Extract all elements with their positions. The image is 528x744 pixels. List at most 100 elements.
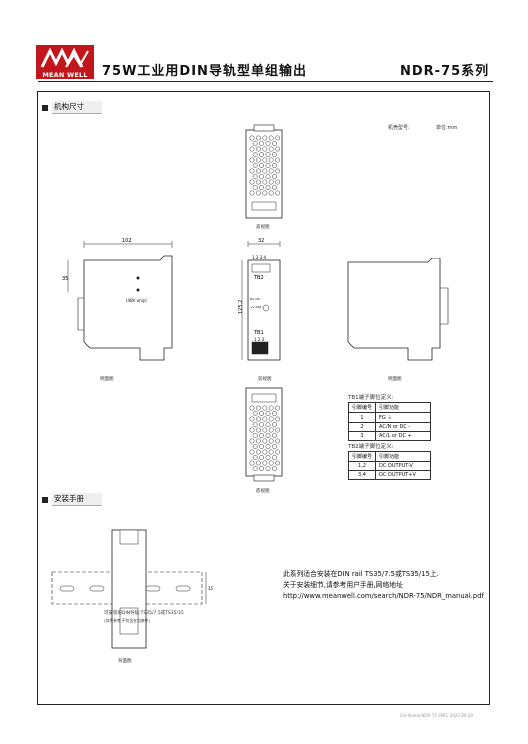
- vent-hole: [265, 185, 271, 190]
- section-label: 安装手册: [52, 493, 102, 506]
- rear-view-label: 背面图: [118, 659, 132, 664]
- table-cell: 1: [348, 412, 376, 423]
- vent-hole: [259, 152, 265, 157]
- dim-height: 125.2: [238, 300, 244, 314]
- right-side-view-drawing: [347, 258, 449, 361]
- vent-hole: [275, 405, 281, 411]
- vent-hole: [262, 179, 268, 185]
- vent-hole: [271, 444, 277, 449]
- vent-hole: [271, 422, 277, 427]
- left-side-view-label: 侧面图: [100, 377, 114, 382]
- vent-hole: [268, 146, 274, 152]
- tb2-label: TB2: [253, 275, 264, 281]
- vent-hole: [262, 135, 268, 141]
- vent-hole: [249, 449, 255, 455]
- vent-hole: [275, 438, 281, 444]
- front-view-label: 前视图: [258, 377, 272, 382]
- vent-hole: [259, 141, 265, 146]
- logo-text: MEAN WELL: [39, 71, 91, 79]
- vent-hole: [259, 455, 265, 460]
- dim-width: 102: [122, 238, 132, 244]
- table-cell: 3: [348, 431, 376, 441]
- table-row: 2 AC/N or DC -: [348, 422, 431, 432]
- vent-hole: [271, 433, 277, 438]
- vent-hole: [259, 422, 265, 427]
- vent-hole: [249, 135, 255, 141]
- vent-hole: [275, 449, 281, 455]
- vent-hole: [265, 163, 271, 168]
- manual-link[interactable]: http://www.meanwell.com/search/NDR-75/ND…: [283, 592, 484, 600]
- vent-hole: [265, 422, 271, 427]
- vent-hole: [275, 190, 281, 196]
- vent-hole: [252, 433, 258, 438]
- vent-hole: [268, 405, 274, 411]
- vent-hole: [255, 179, 261, 185]
- vent-hole: [265, 174, 271, 179]
- section-label: 机构尺寸: [52, 101, 102, 114]
- vent-hole: [271, 152, 277, 157]
- vent-hole: [265, 141, 271, 146]
- table-cell: AC/N or DC -: [375, 422, 431, 432]
- table-cell: AC/L or DC +: [375, 431, 431, 441]
- table-cell: DC OUTPUT-V: [375, 461, 431, 471]
- vent-hole: [252, 152, 258, 157]
- bullet-square: [42, 496, 48, 503]
- rail-note-sub: (仅供参考,不包含在包装中): [104, 618, 150, 623]
- vent-hole: [275, 146, 281, 152]
- vent-hole: [249, 438, 255, 444]
- rail-note: 可安装的DIN导轨:TS35/7.5或TS35/15: [104, 611, 184, 616]
- tb2-table-title: TB2端子脚位定义:: [348, 444, 394, 450]
- vent-hole: [268, 168, 274, 174]
- content-frame: [37, 91, 490, 705]
- vent-hole: [268, 460, 274, 466]
- vent-hole: [275, 157, 281, 163]
- top-view-drawing: [245, 124, 283, 219]
- vent-hole: [255, 416, 261, 422]
- vent-hole: [255, 460, 261, 466]
- vent-hole: [265, 152, 271, 157]
- vent-hole: [262, 157, 268, 163]
- vent-hole: [255, 146, 261, 152]
- vent-hole: [259, 411, 265, 416]
- model-48v: (48V only): [126, 298, 147, 303]
- install-note: 此系列适合安装在DIN rail TS35/7.5或TS35/15上. 关于安装…: [283, 569, 484, 602]
- install-note-line1: 此系列适合安装在DIN rail TS35/7.5或TS35/15上.: [283, 570, 439, 578]
- vent-hole: [271, 174, 277, 179]
- vent-hole: [255, 190, 261, 196]
- table-cell: FG ⏚: [375, 412, 431, 423]
- table-header-row: 引脚编号 引脚功能: [348, 402, 431, 413]
- case-no: 机壳型号:: [388, 125, 410, 131]
- vent-hole: [259, 163, 265, 168]
- header-divider: [38, 81, 493, 82]
- table-row: 1 FG ⏚: [348, 412, 431, 423]
- top-view-label: 盖视图: [256, 225, 270, 230]
- vent-hole: [259, 185, 265, 190]
- vent-hole: [252, 422, 258, 427]
- section-dimensions: 机构尺寸: [42, 101, 102, 114]
- vent-hole: [252, 185, 258, 190]
- vent-hole: [255, 449, 261, 455]
- vent-hole: [271, 411, 277, 416]
- vent-hole: [259, 174, 265, 179]
- vent-hole: [268, 157, 274, 163]
- vent-hole: [268, 190, 274, 196]
- vent-hole: [249, 157, 255, 163]
- vent-hole: [268, 416, 274, 422]
- vent-hole: [268, 438, 274, 444]
- tb1-pins: 1 2 3: [254, 337, 265, 342]
- table-header: 引脚功能: [375, 402, 431, 413]
- vent-hole: [268, 179, 274, 185]
- vent-hole: [262, 416, 268, 422]
- vent-hole: [271, 455, 277, 460]
- file-name-footer: File Name:NDR-75-SPEC 2023-09-20: [400, 713, 474, 718]
- vent-hole: [259, 444, 265, 449]
- rail-drawing: 35: [51, 529, 214, 649]
- vent-hole: [265, 444, 271, 449]
- vent-hole: [262, 460, 268, 466]
- vent-hole: [252, 141, 258, 146]
- vent-hole: [262, 168, 268, 174]
- vent-hole: [249, 427, 255, 433]
- vent-hole: [249, 416, 255, 422]
- tb1-table-title: TB1端子脚位定义:: [348, 395, 394, 401]
- series-name: NDR-75系列: [400, 64, 490, 79]
